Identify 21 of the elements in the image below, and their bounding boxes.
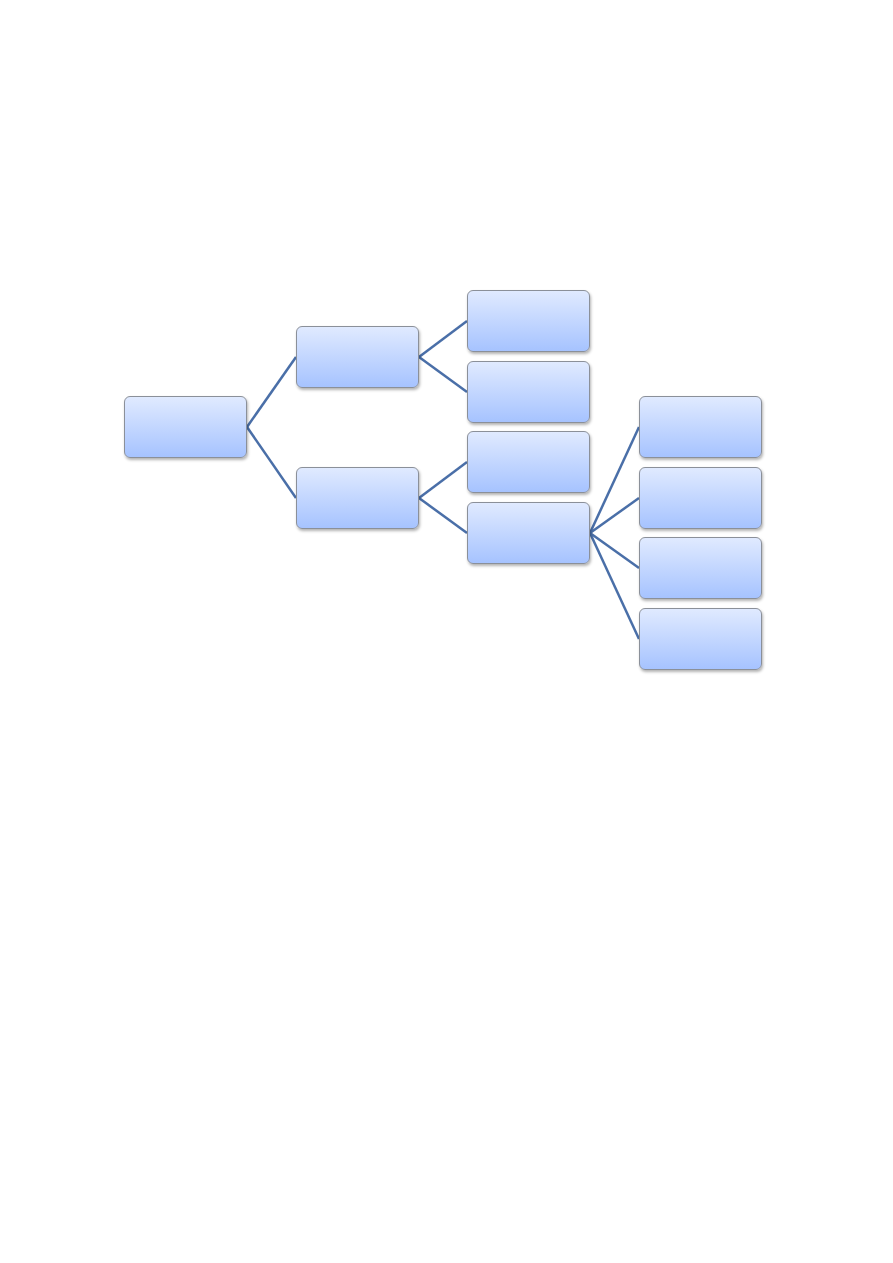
connector-line [245, 356, 298, 428]
connector-line [589, 532, 640, 569]
connector-line [588, 532, 641, 640]
connector-line [418, 320, 468, 358]
connector-line [418, 356, 468, 393]
empty-box [639, 396, 762, 458]
empty-box [124, 396, 247, 458]
connector-line [418, 461, 468, 499]
empty-box [296, 467, 419, 529]
empty-box [467, 431, 590, 493]
empty-box [467, 502, 590, 564]
empty-box [467, 290, 590, 352]
empty-box [639, 537, 762, 599]
connector-line [418, 497, 468, 534]
empty-box [296, 326, 419, 388]
empty-box [467, 361, 590, 423]
connector-line [588, 426, 641, 534]
connector-line [589, 497, 640, 534]
empty-box [639, 608, 762, 670]
empty-box [639, 467, 762, 529]
connector-line [245, 426, 298, 499]
